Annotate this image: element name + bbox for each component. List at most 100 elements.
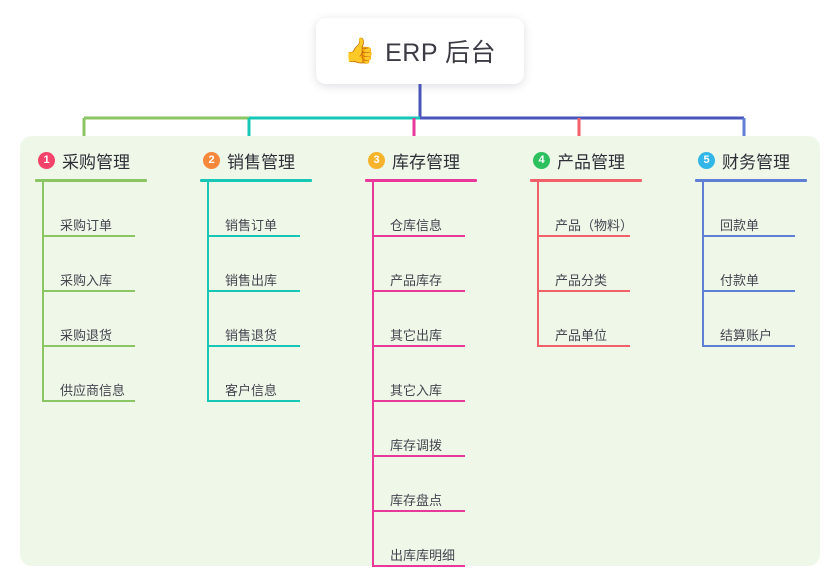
branch-item-rule (372, 510, 465, 512)
branch-item-label: 库存盘点 (390, 493, 443, 508)
branch-item-rule (372, 235, 465, 237)
branch-item[interactable]: 采购订单 (42, 182, 195, 237)
branch-item-label: 产品分类 (555, 273, 608, 288)
branch-item-label: 付款单 (720, 273, 760, 288)
branch-header-1[interactable]: 1 采购管理 (35, 148, 195, 172)
branch-item[interactable]: 采购入库 (42, 237, 195, 292)
branch-item-label: 回款单 (720, 218, 760, 233)
branch-column-4: 4 产品管理产品（物料） 产品分类产品单位 (530, 148, 690, 347)
branch-title: 采购管理 (62, 152, 130, 172)
branch-column-2: 2 销售管理销售订单销售出库销售退货客户信息 (200, 148, 360, 402)
branch-spine (372, 182, 374, 567)
branch-item[interactable]: 结算账户 (702, 292, 839, 347)
branch-spine (207, 182, 209, 402)
root-node-title: ERP 后台 (385, 39, 497, 67)
branch-item-rule (702, 345, 795, 347)
branch-item-label: 出库库明细 (390, 548, 456, 563)
branch-number-badge: 2 (203, 151, 220, 169)
branch-item-rule (372, 290, 465, 292)
branch-spine (702, 182, 704, 347)
branch-item[interactable]: 客户信息 (207, 347, 360, 402)
branch-number-badge: 4 (533, 151, 550, 169)
branch-item-rule (207, 235, 300, 237)
branch-item[interactable]: 出库库明细 (372, 512, 525, 567)
branch-item-list: 采购订单采购入库采购退货供应商信息 (42, 182, 195, 402)
branch-item-list: 产品（物料） 产品分类产品单位 (537, 182, 690, 347)
branch-underline (200, 179, 312, 182)
branch-item[interactable]: 销售订单 (207, 182, 360, 237)
branch-item[interactable]: 回款单 (702, 182, 839, 237)
branch-item[interactable]: 采购退货 (42, 292, 195, 347)
branch-item-label: 采购入库 (60, 273, 113, 288)
branch-item[interactable]: 仓库信息 (372, 182, 525, 237)
branch-item-rule (42, 345, 135, 347)
branch-title: 销售管理 (227, 152, 295, 172)
branch-spine (42, 182, 44, 402)
branch-item-rule (207, 400, 300, 402)
branch-item-rule (702, 235, 795, 237)
branch-item[interactable]: 销售退货 (207, 292, 360, 347)
branch-item-list: 回款单付款单结算账户 (702, 182, 839, 347)
root-node-card[interactable]: 👍 ERP 后台 (316, 18, 524, 84)
branch-item-label: 销售出库 (225, 273, 278, 288)
branch-item-rule (42, 400, 135, 402)
branch-underline (530, 179, 642, 182)
branch-item-rule (702, 290, 795, 292)
branch-item-list: 销售订单销售出库销售退货客户信息 (207, 182, 360, 402)
branch-number-badge: 3 (368, 151, 385, 169)
branch-number-badge: 5 (698, 151, 715, 169)
branch-item[interactable]: 供应商信息 (42, 347, 195, 402)
branch-item-rule (372, 455, 465, 457)
branch-header-5[interactable]: 5 财务管理 (695, 148, 839, 172)
branch-title: 财务管理 (722, 152, 790, 172)
branch-item[interactable]: 产品单位 (537, 292, 690, 347)
branch-number-badge: 1 (38, 151, 55, 169)
branch-column-5: 5 财务管理回款单付款单结算账户 (695, 148, 839, 347)
branch-item-label: 销售退货 (225, 328, 278, 343)
branch-item-label: 采购订单 (60, 218, 113, 233)
branch-item-label: 采购退货 (60, 328, 113, 343)
branch-item-label: 销售订单 (225, 218, 278, 233)
branch-item-rule (537, 235, 630, 237)
branch-column-3: 3 库存管理仓库信息产品库存其它出库其它入库库存调拨库存盘点出库库明细 (365, 148, 525, 567)
branch-item-label: 仓库信息 (390, 218, 443, 233)
branch-underline (35, 179, 147, 182)
branch-item[interactable]: 产品（物料） (537, 182, 690, 237)
branch-header-2[interactable]: 2 销售管理 (200, 148, 360, 172)
branch-item-rule (207, 290, 300, 292)
branch-item-rule (537, 290, 630, 292)
branch-underline (365, 179, 477, 182)
branch-spine (537, 182, 539, 347)
branch-item[interactable]: 其它入库 (372, 347, 525, 402)
branch-item-label: 产品（物料） (555, 218, 634, 233)
branch-item[interactable]: 产品分类 (537, 237, 690, 292)
branches-panel (20, 136, 820, 566)
branch-item-label: 其它出库 (390, 328, 443, 343)
branch-item-label: 客户信息 (225, 383, 278, 398)
branch-item-label: 产品单位 (555, 328, 608, 343)
branch-item-rule (372, 345, 465, 347)
branch-header-3[interactable]: 3 库存管理 (365, 148, 525, 172)
branch-column-1: 1 采购管理采购订单采购入库采购退货供应商信息 (35, 148, 195, 402)
branch-underline (695, 179, 807, 182)
branch-item-rule (372, 565, 465, 567)
branch-item[interactable]: 库存调拨 (372, 402, 525, 457)
branch-item-rule (42, 290, 135, 292)
branch-item-rule (372, 400, 465, 402)
branch-item-label: 产品库存 (390, 273, 443, 288)
branch-item-label: 其它入库 (390, 383, 443, 398)
branch-item[interactable]: 产品库存 (372, 237, 525, 292)
branch-item-rule (537, 345, 630, 347)
branch-item-rule (42, 235, 135, 237)
branch-header-4[interactable]: 4 产品管理 (530, 148, 690, 172)
branch-title: 库存管理 (392, 152, 460, 172)
branch-item-label: 库存调拨 (390, 438, 443, 453)
branch-item[interactable]: 销售出库 (207, 237, 360, 292)
branch-item-label: 供应商信息 (60, 383, 126, 398)
branch-item-label: 结算账户 (720, 328, 773, 343)
branch-title: 产品管理 (557, 152, 625, 172)
branch-item[interactable]: 库存盘点 (372, 457, 525, 512)
branch-item[interactable]: 付款单 (702, 237, 839, 292)
branch-item[interactable]: 其它出库 (372, 292, 525, 347)
